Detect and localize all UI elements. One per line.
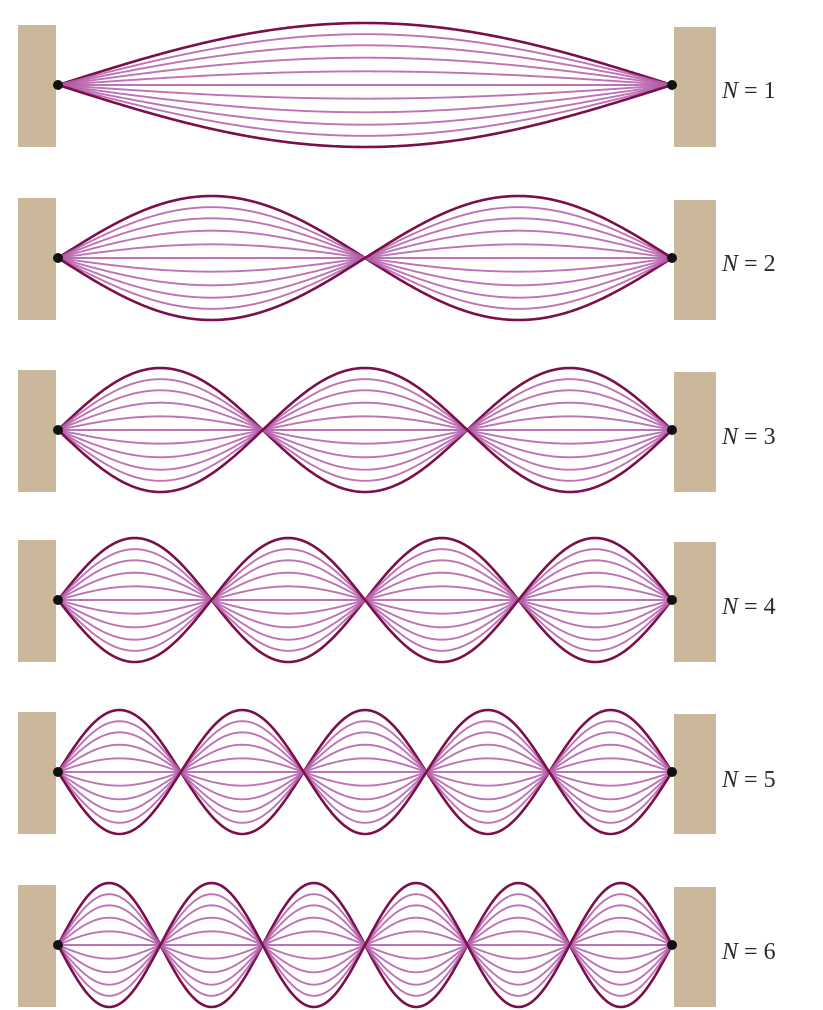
string-curve [57, 743, 673, 801]
left-support [18, 198, 56, 320]
standing-wave-row-n5 [18, 708, 716, 836]
mode-label-n5: N = 5 [722, 767, 776, 793]
left-support [18, 712, 56, 834]
left-endpoint [53, 253, 63, 263]
string-curve [57, 720, 673, 824]
string-curve [57, 757, 673, 787]
string-curve [57, 389, 673, 471]
string-curve [57, 401, 673, 459]
string-curve [57, 415, 673, 445]
string-curve [57, 84, 673, 126]
string-curve [57, 56, 673, 86]
right-support [674, 200, 716, 320]
right-endpoint [667, 425, 677, 435]
string-curve [57, 415, 673, 445]
string-curve [57, 84, 673, 137]
string-curve [56, 366, 674, 494]
mode-label-n6: N = 6 [722, 939, 776, 965]
string-curve [57, 401, 673, 459]
string-curve [56, 366, 674, 494]
right-endpoint [667, 253, 677, 263]
right-support [674, 887, 716, 1007]
left-support [18, 540, 56, 662]
mode-label-n2: N = 2 [722, 251, 776, 277]
left-support [18, 885, 56, 1007]
string-curve [57, 44, 673, 86]
mode-label-n4: N = 4 [722, 594, 776, 620]
right-support [674, 27, 716, 147]
string-curve [57, 70, 673, 86]
string-curve [57, 731, 673, 813]
mode-label-n1: N = 1 [722, 78, 776, 104]
left-endpoint [53, 425, 63, 435]
left-endpoint [53, 595, 63, 605]
string-curve [57, 731, 673, 813]
string-curve [57, 743, 673, 801]
string-curve [57, 389, 673, 471]
string-curve [57, 378, 673, 482]
left-support [18, 370, 56, 492]
string-curve [57, 378, 673, 482]
string-curve [56, 83, 674, 149]
right-endpoint [667, 595, 677, 605]
standing-wave-row-n6 [18, 881, 716, 1009]
string-curve [56, 194, 674, 322]
string-curve [57, 757, 673, 787]
string-curve [57, 720, 673, 824]
left-endpoint [53, 940, 63, 950]
standing-wave-row-n1 [18, 21, 716, 149]
string-curve [56, 21, 674, 87]
string-curve [56, 536, 674, 664]
string-curve [57, 84, 673, 100]
right-support [674, 372, 716, 492]
standing-wave-row-n2 [18, 194, 716, 322]
left-endpoint [53, 80, 63, 90]
mode-label-n3: N = 3 [722, 424, 776, 450]
string-curve [57, 33, 673, 86]
right-endpoint [667, 767, 677, 777]
string-curve [56, 881, 674, 1009]
left-endpoint [53, 767, 63, 777]
string-curve [57, 84, 673, 114]
right-support [674, 714, 716, 834]
left-support [18, 25, 56, 147]
right-endpoint [667, 80, 677, 90]
string-curve [56, 708, 674, 836]
string-curve [56, 708, 674, 836]
right-endpoint [667, 940, 677, 950]
right-support [674, 542, 716, 662]
standing-wave-row-n4 [18, 536, 716, 664]
standing-wave-row-n3 [18, 366, 716, 494]
